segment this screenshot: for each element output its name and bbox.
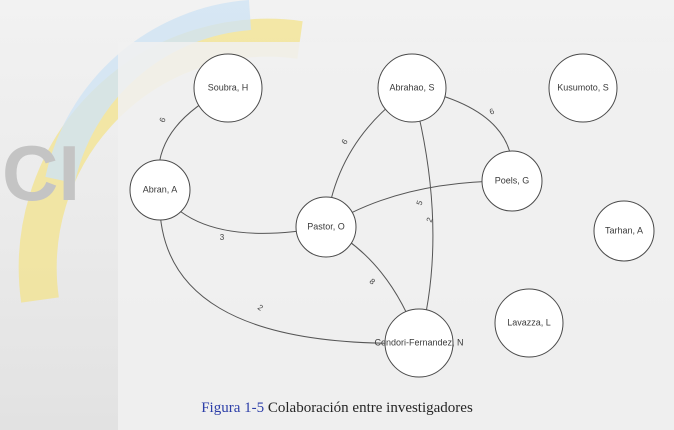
node-label-condori: Condori-Fernandez, N	[374, 337, 463, 347]
node-tarhan: Tarhan, A	[593, 200, 655, 262]
node-abran: Abran, A	[129, 159, 191, 221]
node-condori: Condori-Fernandez, N	[374, 308, 464, 378]
node-circle-abrahao	[377, 53, 447, 123]
edge-weight-abran-pastor: 3	[220, 233, 225, 242]
node-label-abran: Abran, A	[143, 184, 178, 194]
node-circle-poels	[481, 150, 543, 212]
node-label-pastor: Pastor, O	[307, 221, 345, 231]
node-circle-condori	[384, 308, 454, 378]
node-lavazza: Lavazza, L	[494, 288, 564, 358]
caption-text: Colaboración entre investigadores	[267, 400, 473, 416]
node-pastor: Pastor, O	[295, 196, 357, 258]
edge-abrahao-condori	[411, 87, 434, 344]
edge-weight-pastor-poels: 5	[415, 199, 425, 207]
nodes: Soubra, H Abrahao, S Kusumoto, S Abran, A Po…	[129, 53, 655, 378]
node-label-lavazza: Lavazza, L	[507, 317, 551, 327]
node-circle-pastor	[295, 196, 357, 258]
edge-weight-abrahao-condori: 2	[425, 216, 435, 224]
node-label-kusumoto: Kusumoto, S	[557, 82, 609, 92]
node-circle-soubra	[193, 53, 263, 123]
node-kusumoto: Kusumoto, S	[548, 53, 618, 123]
edge-weight-abran-soubra: 6	[158, 116, 168, 124]
figure-caption: Figura 1-5 Colaboración entre investigad…	[0, 400, 674, 417]
edge-weight-pastor-condori: 8	[368, 277, 378, 287]
edge-weight-abran-condori: 2	[256, 303, 265, 313]
node-label-abrahao: Abrahao, S	[389, 82, 434, 92]
node-poels: Poels, G	[481, 150, 543, 212]
node-circle-abran	[129, 159, 191, 221]
node-label-tarhan: Tarhan, A	[605, 225, 643, 235]
caption-figure-number: Figura 1-5	[201, 400, 265, 416]
logo-text: CI	[2, 129, 80, 217]
node-label-poels: Poels, G	[495, 175, 530, 185]
node-soubra: Soubra, H	[193, 53, 263, 123]
edge-abran-condori	[159, 189, 420, 344]
edge-weight-abrahao-pastor: 6	[340, 137, 350, 146]
node-abrahao: Abrahao, S	[377, 53, 447, 123]
node-label-soubra: Soubra, H	[208, 82, 249, 92]
node-circle-tarhan	[593, 200, 655, 262]
node-circle-lavazza	[494, 288, 564, 358]
edge-weight-abrahao-poels: 6	[488, 106, 496, 116]
node-circle-kusumoto	[548, 53, 618, 123]
